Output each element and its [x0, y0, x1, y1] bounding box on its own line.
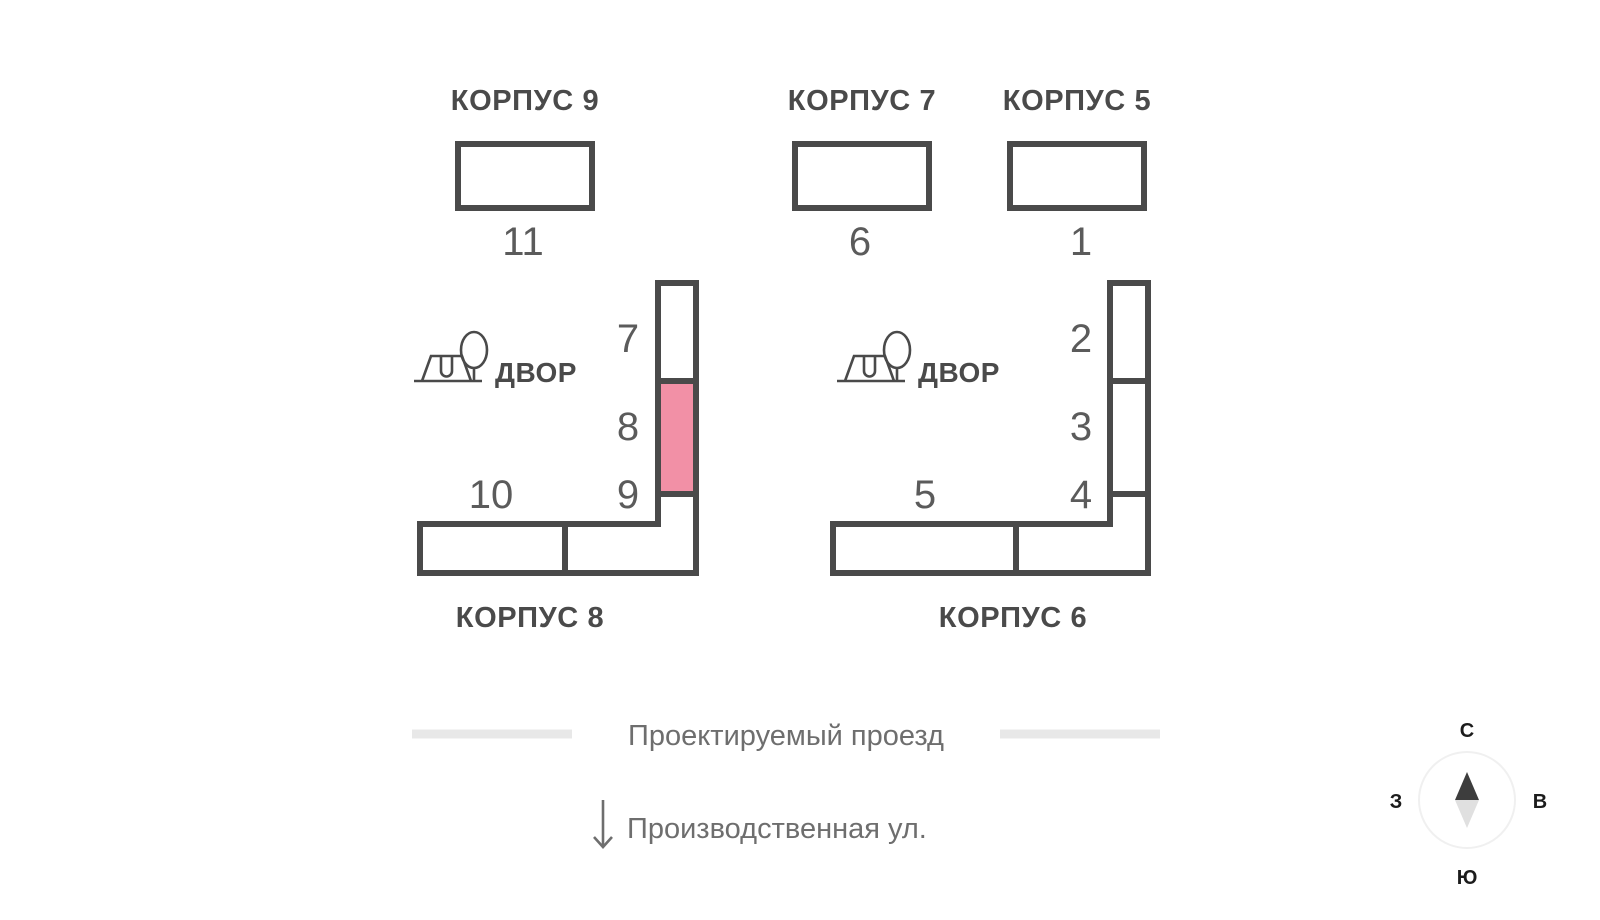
- section-number-11: 11: [502, 220, 544, 264]
- driveway-label: Проектируемый проезд: [628, 720, 944, 752]
- section-label-5: 5: [914, 473, 936, 517]
- compass-south-label: Ю: [1457, 867, 1478, 889]
- building-section-5[interactable]: [830, 521, 1019, 576]
- building-outline-korpus-7[interactable]: [792, 141, 932, 211]
- playground-icon: [843, 354, 896, 382]
- section-label-3: 3: [1070, 405, 1092, 449]
- section-label-7: 7: [617, 317, 639, 361]
- building-title-korpus-7: КОРПУС 7: [788, 85, 936, 117]
- section-label-9: 9: [617, 473, 639, 517]
- section-label-10: 10: [469, 473, 514, 517]
- building-block-korpus-6[interactable]: 2 3 4 5 ДВОР КОРПУС 6: [830, 280, 1151, 634]
- section-number-6: 6: [849, 220, 871, 264]
- building-block-korpus-5[interactable]: КОРПУС 5 1: [1003, 85, 1151, 264]
- building-title-korpus-5: КОРПУС 5: [1003, 85, 1151, 117]
- building-outline-korpus-9[interactable]: [455, 141, 595, 211]
- street-label: Производственная ул.: [627, 813, 927, 845]
- yard-label-right: ДВОР: [918, 357, 1000, 388]
- courtyard-icon-right: [837, 330, 912, 383]
- tree-icon: [882, 330, 912, 381]
- planned-driveway: Проектируемый проезд: [412, 720, 1160, 752]
- building-section-3[interactable]: [1107, 378, 1151, 497]
- compass-north-label: С: [1460, 720, 1474, 742]
- section-label-2: 2: [1070, 317, 1092, 361]
- section-label-4: 4: [1070, 473, 1092, 517]
- compass-east-label: В: [1533, 791, 1547, 813]
- compass-west-label: З: [1390, 791, 1403, 813]
- street-row: Производственная ул.: [593, 800, 927, 849]
- compass-needle-north: [1455, 772, 1479, 800]
- courtyard-icon-left: [414, 330, 489, 383]
- section-label-8: 8: [617, 405, 639, 449]
- building-title-korpus-8: КОРПУС 8: [456, 602, 604, 634]
- compass-rose: С Ю З В: [1390, 720, 1547, 889]
- building-section-7[interactable]: [655, 280, 699, 384]
- building-block-korpus-7[interactable]: КОРПУС 7 6: [788, 85, 936, 264]
- yard-label-left: ДВОР: [495, 357, 577, 388]
- tree-icon: [459, 330, 489, 381]
- building-section-10[interactable]: [417, 521, 568, 576]
- building-block-korpus-8[interactable]: 7 8 9 10 ДВОР КОРПУС 8: [414, 280, 699, 634]
- building-section-8-highlighted[interactable]: [655, 378, 699, 497]
- playground-icon: [420, 354, 473, 382]
- building-section-2[interactable]: [1107, 280, 1151, 384]
- building-block-korpus-9[interactable]: КОРПУС 9 11: [451, 85, 599, 264]
- building-title-korpus-6: КОРПУС 6: [939, 602, 1087, 634]
- compass-needle-south: [1455, 800, 1479, 828]
- down-arrow-icon: [593, 800, 613, 849]
- building-title-korpus-9: КОРПУС 9: [451, 85, 599, 117]
- building-outline-korpus-5[interactable]: [1007, 141, 1147, 211]
- section-number-1: 1: [1070, 220, 1092, 264]
